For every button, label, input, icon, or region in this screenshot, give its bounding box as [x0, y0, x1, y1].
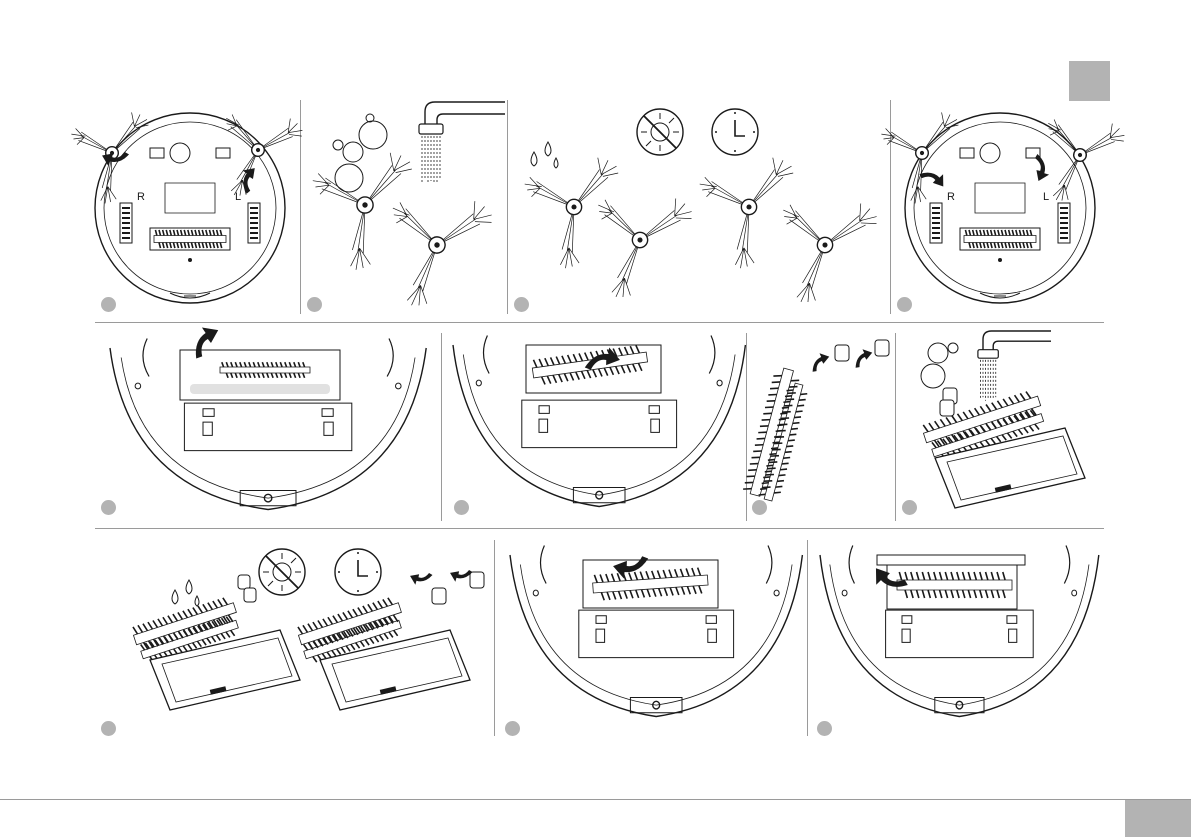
col-divider: [807, 540, 808, 736]
col-divider: [507, 100, 508, 314]
step-marker: [752, 500, 767, 515]
step-marker: [454, 500, 469, 515]
step-illustration-remove-end-caps: [750, 335, 895, 515]
step-marker: [101, 500, 116, 515]
col-divider: [890, 100, 891, 314]
step-marker: [902, 500, 917, 515]
right-marker: R: [137, 191, 145, 203]
col-divider: [441, 333, 442, 521]
right-marker: R: [947, 191, 955, 203]
step-illustration-refit-side-brushes: R L: [905, 105, 1105, 305]
col-divider: [300, 100, 301, 314]
step-marker: [101, 721, 116, 736]
left-marker: L: [1043, 191, 1049, 203]
step-marker: [101, 297, 116, 312]
step-illustration-rinse-side-brushes: [305, 100, 505, 300]
step-marker: [505, 721, 520, 736]
step-illustration-lift-main-brush: [448, 335, 748, 515]
step-marker: [514, 297, 529, 312]
col-divider: [895, 333, 896, 521]
step-illustration-dry-side-brushes: [512, 100, 890, 300]
footer-rule: [0, 799, 1191, 800]
left-marker: L: [235, 191, 241, 203]
row-divider-2: [95, 528, 1104, 529]
row-divider-1: [95, 322, 1104, 323]
step-illustration-remove-cover: [100, 328, 440, 518]
step-illustration-remove-side-brushes: R L: [95, 105, 295, 305]
step-marker: [897, 297, 912, 312]
step-illustration-rinse-main-brush: [905, 328, 1105, 518]
page-tab: [1125, 800, 1191, 837]
step-marker: [817, 721, 832, 736]
step-illustration-insert-main-brush: [505, 545, 805, 725]
chapter-tab: [1069, 61, 1110, 101]
step-marker: [307, 297, 322, 312]
step-illustration-dry-refit-caps: [130, 540, 495, 730]
step-illustration-close-cover: [815, 545, 1100, 725]
